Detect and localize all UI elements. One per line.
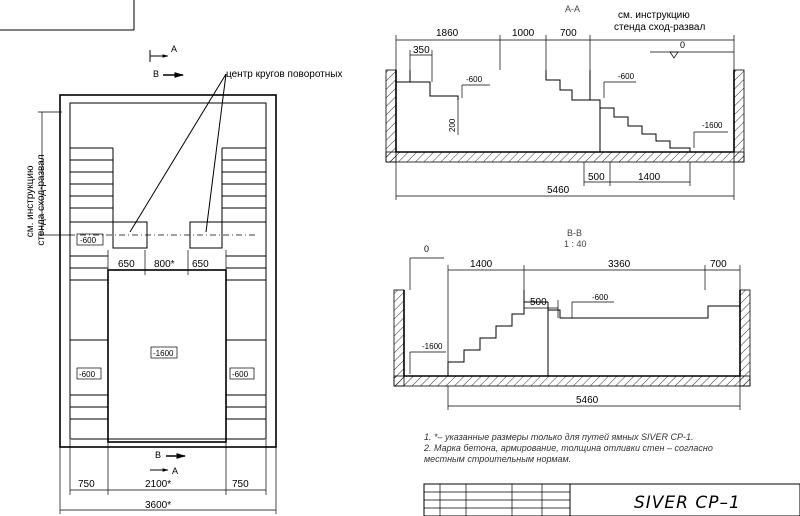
plan-level-center: -1600 [153, 349, 174, 358]
plan-level-right-lower: -600 [232, 370, 249, 379]
aa-dim-500: 500 [588, 172, 605, 183]
stand-instruction-label-vertical: см. инструкцию стенда сход-развал [25, 154, 47, 245]
plan-level-left-upper: -600 [80, 236, 97, 245]
dim-750-left: 750 [78, 479, 95, 490]
bb-dim-3360: 3360 [608, 259, 631, 270]
bb-wall-right [739, 289, 751, 387]
bb-dim-1400: 1400 [470, 259, 493, 270]
section-b-marker-top: B [153, 69, 159, 79]
section-a-marker-top: A [171, 44, 177, 54]
note-line1: 1. *– указанные размеры только для путей… [424, 432, 694, 442]
bb-level-1600: -1600 [422, 342, 443, 351]
plan-stairs-middle [70, 255, 266, 281]
aa-instruction-line2: стенда сход-развал [614, 22, 705, 33]
plan-inner-wall [69, 102, 267, 440]
aa-dim-200: 200 [448, 118, 457, 132]
dim-3600: 3600* [145, 500, 171, 511]
title-block-name: SIVER CP–1 [634, 493, 741, 513]
dim-650-right: 650 [192, 259, 209, 270]
aa-wall-left [385, 69, 397, 163]
dim-2100: 2100* [145, 479, 171, 490]
section-bb: B-B 1 : 40 0 1400 3360 700 500 -600 [393, 228, 751, 410]
rotation-centers-label: центр кругов поворотных [226, 69, 342, 80]
dim-800: 800* [154, 259, 175, 270]
bb-dim-700: 700 [710, 259, 727, 270]
section-aa: A-A см. инструкцию стенда сход-развал 18… [385, 4, 745, 200]
note-line2: 2. Марка бетона, армирование, толщина от… [423, 443, 713, 453]
aa-dim-1400: 1400 [638, 172, 661, 183]
plan-level-left-lower: -600 [79, 370, 96, 379]
bb-floor [393, 375, 751, 387]
section-bb-title: B-B [567, 228, 582, 238]
dim-650-left: 650 [118, 259, 135, 270]
aa-dim-700: 700 [560, 28, 577, 39]
bb-level-zero: 0 [424, 244, 429, 254]
section-a-marker-bottom: A [172, 466, 178, 476]
title-block: SIVER CP–1 [423, 483, 800, 516]
aa-level-600-right: -600 [618, 72, 635, 81]
plan-stairs-right-upper [221, 147, 266, 222]
plan-view: -600 -1600 -600 -600 A B B A центр круго… [25, 44, 342, 514]
dim-750-right: 750 [232, 479, 249, 490]
aa-stairs [545, 70, 691, 152]
plan-lower-right [226, 339, 266, 420]
aa-dim-1000: 1000 [512, 28, 535, 39]
aa-level-1600: -1600 [702, 121, 723, 130]
bb-dim-500: 500 [530, 297, 547, 308]
bb-level-600: -600 [592, 293, 609, 302]
note-line3: местным строительным нормам. [424, 454, 571, 464]
plan-lower-left [70, 339, 108, 420]
bb-dim-5460: 5460 [576, 395, 599, 406]
bb-stairs [447, 301, 548, 376]
section-bb-scale: 1 : 40 [564, 239, 587, 249]
bb-wall-left [393, 289, 405, 387]
aa-dim-5460: 5460 [547, 185, 570, 196]
notes: 1. *– указанные размеры только для путей… [423, 432, 713, 464]
aa-floor [385, 151, 745, 163]
aa-dim-350: 350 [413, 45, 430, 56]
section-aa-title: A-A [565, 4, 580, 14]
frame-corner [0, 0, 135, 31]
aa-level-zero: 0 [680, 40, 685, 50]
section-b-marker-bottom: B [155, 450, 161, 460]
plan-stairs-left-upper [70, 147, 114, 222]
plan-outer-wall [59, 94, 277, 448]
aa-dim-1860: 1860 [436, 28, 459, 39]
aa-wall-right [733, 69, 745, 163]
aa-level-600-left: -600 [466, 75, 483, 84]
aa-instruction-line1: см. инструкцию [618, 10, 690, 21]
